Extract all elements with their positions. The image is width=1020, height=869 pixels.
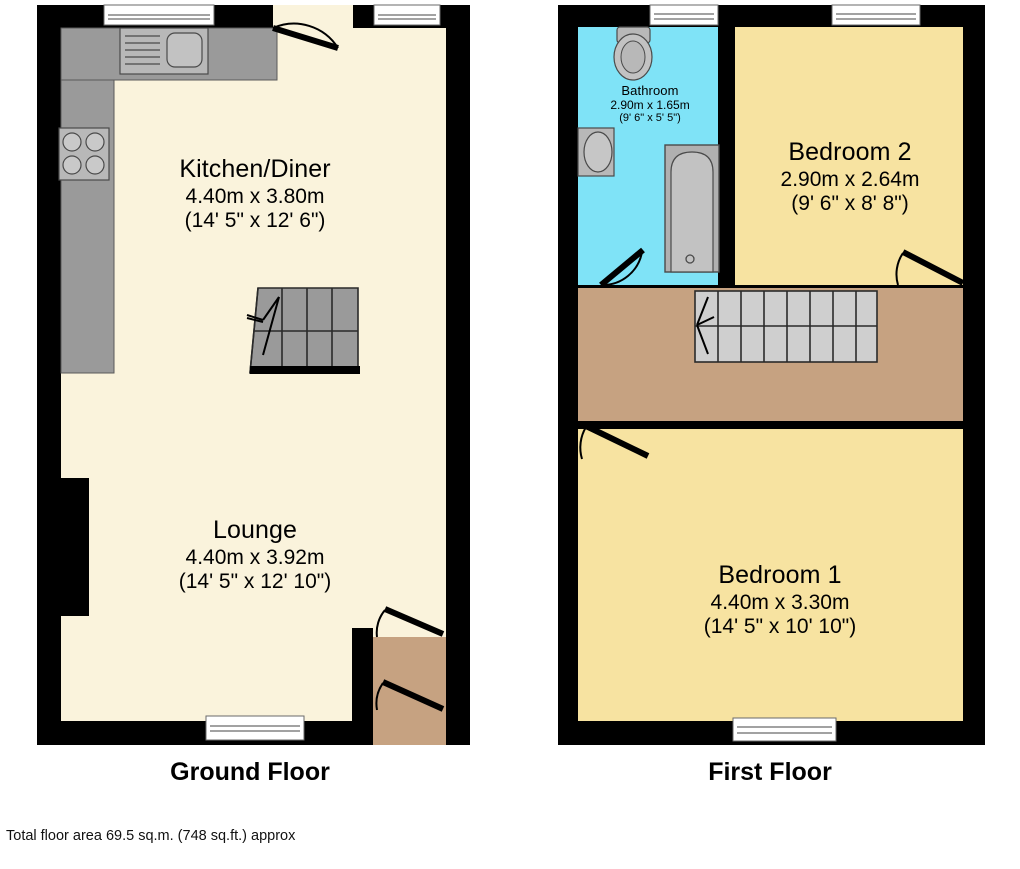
window-lounge-front	[205, 715, 305, 741]
hob-burners-icon	[62, 132, 105, 175]
room-name-bedroom-2: Bedroom 2	[788, 138, 912, 166]
room-metric-lounge: 4.40m x 3.92m	[185, 545, 325, 569]
room-bedroom-1-fill	[578, 429, 963, 721]
room-label-bedroom-1: Bedroom 1 4.40m x 3.30m (14' 5" x 10' 10…	[620, 561, 940, 640]
kitchen-counter-left-run	[60, 27, 115, 374]
room-imperial-bedroom-2: (9' 6" x 8' 8")	[791, 192, 909, 216]
window-kitchen-top-left	[103, 4, 215, 26]
bedroom-1-door[interactable]	[579, 423, 650, 460]
room-metric-kitchen-diner: 4.40m x 3.80m	[185, 184, 325, 208]
room-name-bedroom-1: Bedroom 1	[718, 561, 842, 589]
total-floor-area-note: Total floor area 69.5 sq.m. (748 sq.ft.)…	[6, 828, 296, 844]
staircase-down	[694, 290, 878, 363]
room-metric-bathroom: 2.90m x 1.65m	[610, 98, 690, 113]
bathroom-door[interactable]	[599, 247, 645, 288]
room-label-bathroom: Bathroom 2.90m x 1.65m (9' 6" x 5' 5")	[575, 83, 725, 125]
first-floor-group	[558, 4, 985, 745]
window-kitchen-top-right	[373, 4, 441, 26]
porch-left-wall	[352, 628, 373, 745]
room-label-bedroom-2: Bedroom 2 2.90m x 2.64m (9' 6" x 8' 8")	[700, 138, 1000, 217]
porch-inner-door[interactable]	[375, 606, 445, 638]
sink-drainer-icon	[125, 35, 160, 65]
room-imperial-bedroom-1: (14' 5" x 10' 10")	[703, 615, 857, 639]
first-floor-caption: First Floor	[708, 758, 832, 786]
room-imperial-kitchen-diner: (14' 5" x 12' 6")	[184, 209, 326, 233]
staircase-up	[246, 287, 359, 374]
window-bathroom-rear	[649, 4, 719, 26]
room-imperial-lounge: (14' 5" x 12' 10")	[178, 570, 332, 594]
lounge-chimney-breast	[61, 478, 89, 616]
window-bedroom-1-front	[732, 717, 837, 742]
toilet-fixture-icon	[613, 26, 653, 81]
stair-enclosure-wall	[250, 366, 360, 374]
window-bedroom-2-rear	[831, 4, 921, 26]
front-porch	[352, 606, 446, 745]
room-kitchen-diner-fill	[61, 28, 446, 373]
room-name-lounge: Lounge	[212, 516, 298, 544]
bath-tub-fixture-icon	[664, 144, 720, 273]
room-name-kitchen-diner: Kitchen/Diner	[179, 155, 331, 183]
front-door[interactable]	[375, 679, 445, 712]
room-label-kitchen-diner: Kitchen/Diner 4.40m x 3.80m (14' 5" x 12…	[110, 155, 400, 234]
room-imperial-bathroom: (9' 6" x 5' 5")	[619, 112, 681, 125]
room-bedroom-2-fill	[735, 27, 963, 285]
wash-basin-fixture-icon	[577, 127, 615, 177]
room-label-lounge: Lounge 4.40m x 3.92m (14' 5" x 12' 10")	[110, 516, 400, 595]
room-metric-bedroom-1: 4.40m x 3.30m	[710, 590, 850, 614]
room-metric-bedroom-2: 2.90m x 2.64m	[780, 167, 920, 191]
sink-basin-icon	[166, 32, 203, 68]
room-name-bathroom: Bathroom	[621, 83, 679, 98]
bedroom-2-door[interactable]	[895, 249, 965, 286]
back-door[interactable]	[272, 5, 353, 51]
ground-floor-caption: Ground Floor	[170, 758, 330, 786]
partition-bathroom-bedroom2	[718, 27, 735, 285]
ground-floor-group	[37, 4, 470, 745]
